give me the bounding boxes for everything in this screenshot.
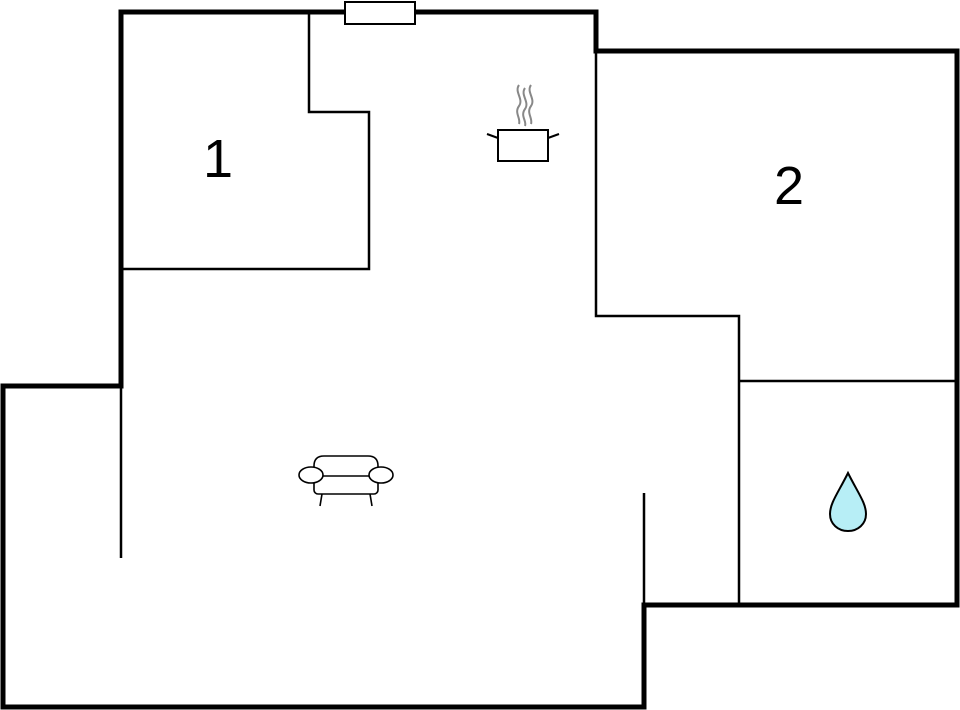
room-1-label: 1 [203, 129, 233, 189]
water-drop-icon [828, 470, 868, 533]
sofa-icon [298, 455, 394, 507]
room-2-label: 2 [774, 156, 804, 216]
kitchen-pot-icon [486, 84, 560, 162]
window-icon [344, 1, 416, 25]
room-2-wall [594, 51, 741, 605]
room-1-wall [121, 12, 371, 271]
